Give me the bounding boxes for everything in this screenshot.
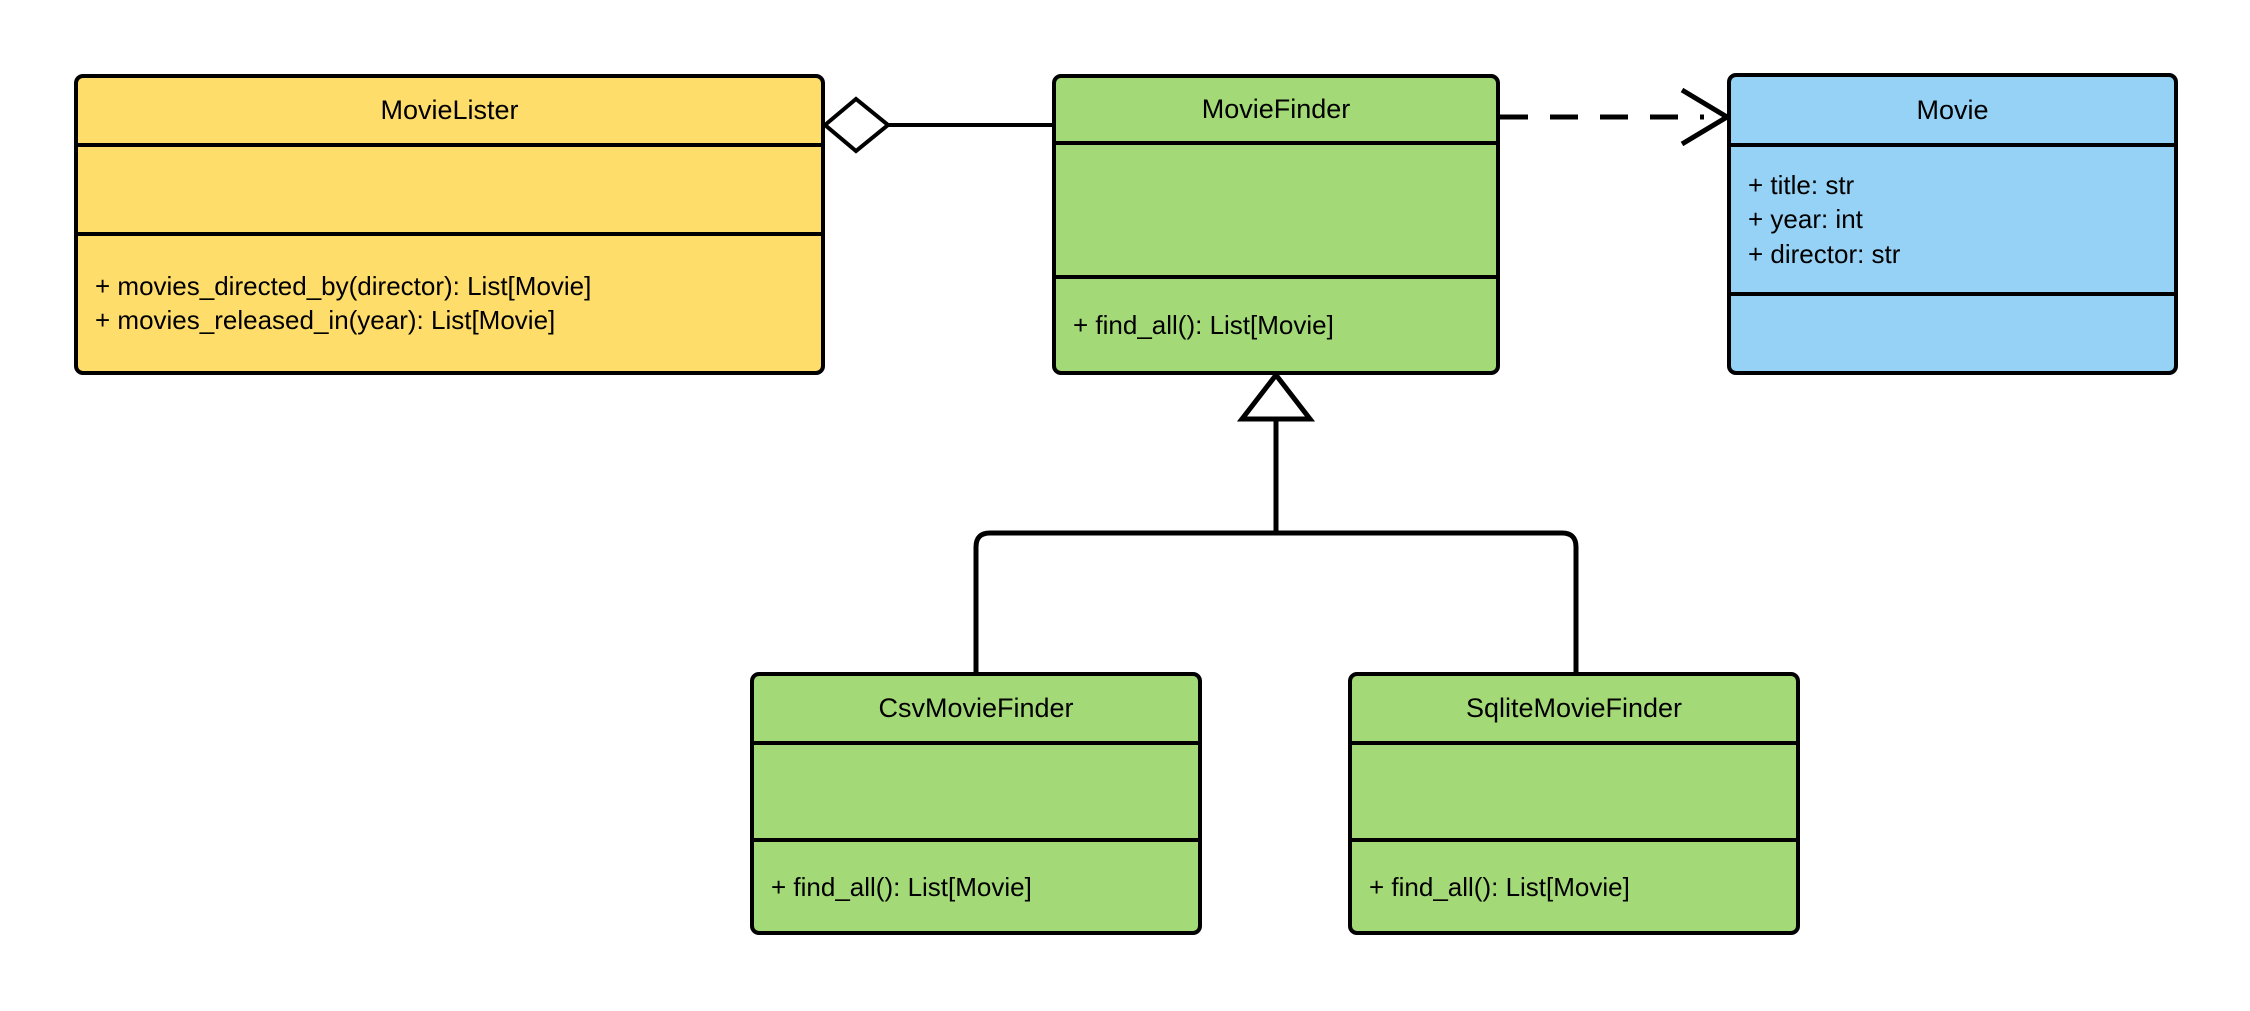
movie-class-name: Movie [1916, 94, 1989, 125]
moviefinder-class-name: MovieFinder [1201, 94, 1351, 125]
csvmoviefinder-name-compartment: CsvMovieFinder [754, 676, 1198, 741]
open-arrow-icon [1680, 87, 1732, 147]
csvmoviefinder-class-name: CsvMovieFinder [878, 693, 1074, 724]
uml-class-moviefinder[interactable]: MovieFinder + find_all(): List[Movie] [1052, 74, 1500, 375]
sqlitemoviefinder-operations-compartment: + find_all(): List[Movie] [1352, 838, 1796, 931]
uml-class-movielister[interactable]: MovieLister + movies_directed_by(directo… [74, 74, 825, 375]
uml-class-sqlitemoviefinder[interactable]: SqliteMovieFinder + find_all(): List[Mov… [1348, 672, 1800, 935]
csvmoviefinder-operations-compartment: + find_all(): List[Movie] [754, 838, 1198, 931]
moviefinder-name-compartment: MovieFinder [1056, 78, 1496, 141]
csvmoviefinder-operation: + find_all(): List[Movie] [771, 871, 1032, 902]
movie-attribute: + year: int [1748, 204, 1863, 235]
moviefinder-operations-compartment: + find_all(): List[Movie] [1056, 275, 1496, 371]
uml-class-csvmoviefinder[interactable]: CsvMovieFinder + find_all(): List[Movie] [750, 672, 1202, 935]
sqlitemoviefinder-name-compartment: SqliteMovieFinder [1352, 676, 1796, 741]
sqlitemoviefinder-class-name: SqliteMovieFinder [1465, 693, 1683, 724]
movielister-class-name: MovieLister [380, 95, 519, 126]
movielister-operations-compartment: + movies_directed_by(director): List[Mov… [78, 231, 821, 371]
moviefinder-operation: + find_all(): List[Movie] [1073, 309, 1334, 340]
movielister-operation: + movies_released_in(year): List[Movie] [95, 305, 556, 336]
generalization-branch-bar [973, 530, 1579, 672]
movielister-attributes-compartment [78, 143, 821, 232]
movie-attributes-compartment: + title: str + year: int + director: str [1731, 143, 2174, 292]
edge-generalization-tree[interactable] [973, 370, 1579, 672]
movie-name-compartment: Movie [1731, 77, 2174, 143]
csvmoviefinder-attributes-compartment [754, 740, 1198, 838]
sqlitemoviefinder-operation: + find_all(): List[Movie] [1369, 871, 1630, 902]
movielister-name-compartment: MovieLister [78, 78, 821, 143]
movie-attribute: + title: str [1748, 170, 1855, 201]
movielister-operation: + movies_directed_by(director): List[Mov… [95, 271, 592, 302]
sqlitemoviefinder-attributes-compartment [1352, 740, 1796, 838]
moviefinder-attributes-compartment [1056, 141, 1496, 275]
edge-aggregation-movielister-moviefinder[interactable] [821, 96, 1052, 154]
hollow-diamond-icon [821, 96, 892, 154]
movie-operations-compartment [1731, 292, 2174, 371]
movie-attribute: + director: str [1748, 238, 1901, 269]
uml-class-movie[interactable]: Movie + title: str + year: int + directo… [1727, 73, 2178, 375]
hollow-triangle-icon [1236, 370, 1316, 422]
edge-dependency-moviefinder-movie[interactable] [1500, 87, 1732, 147]
